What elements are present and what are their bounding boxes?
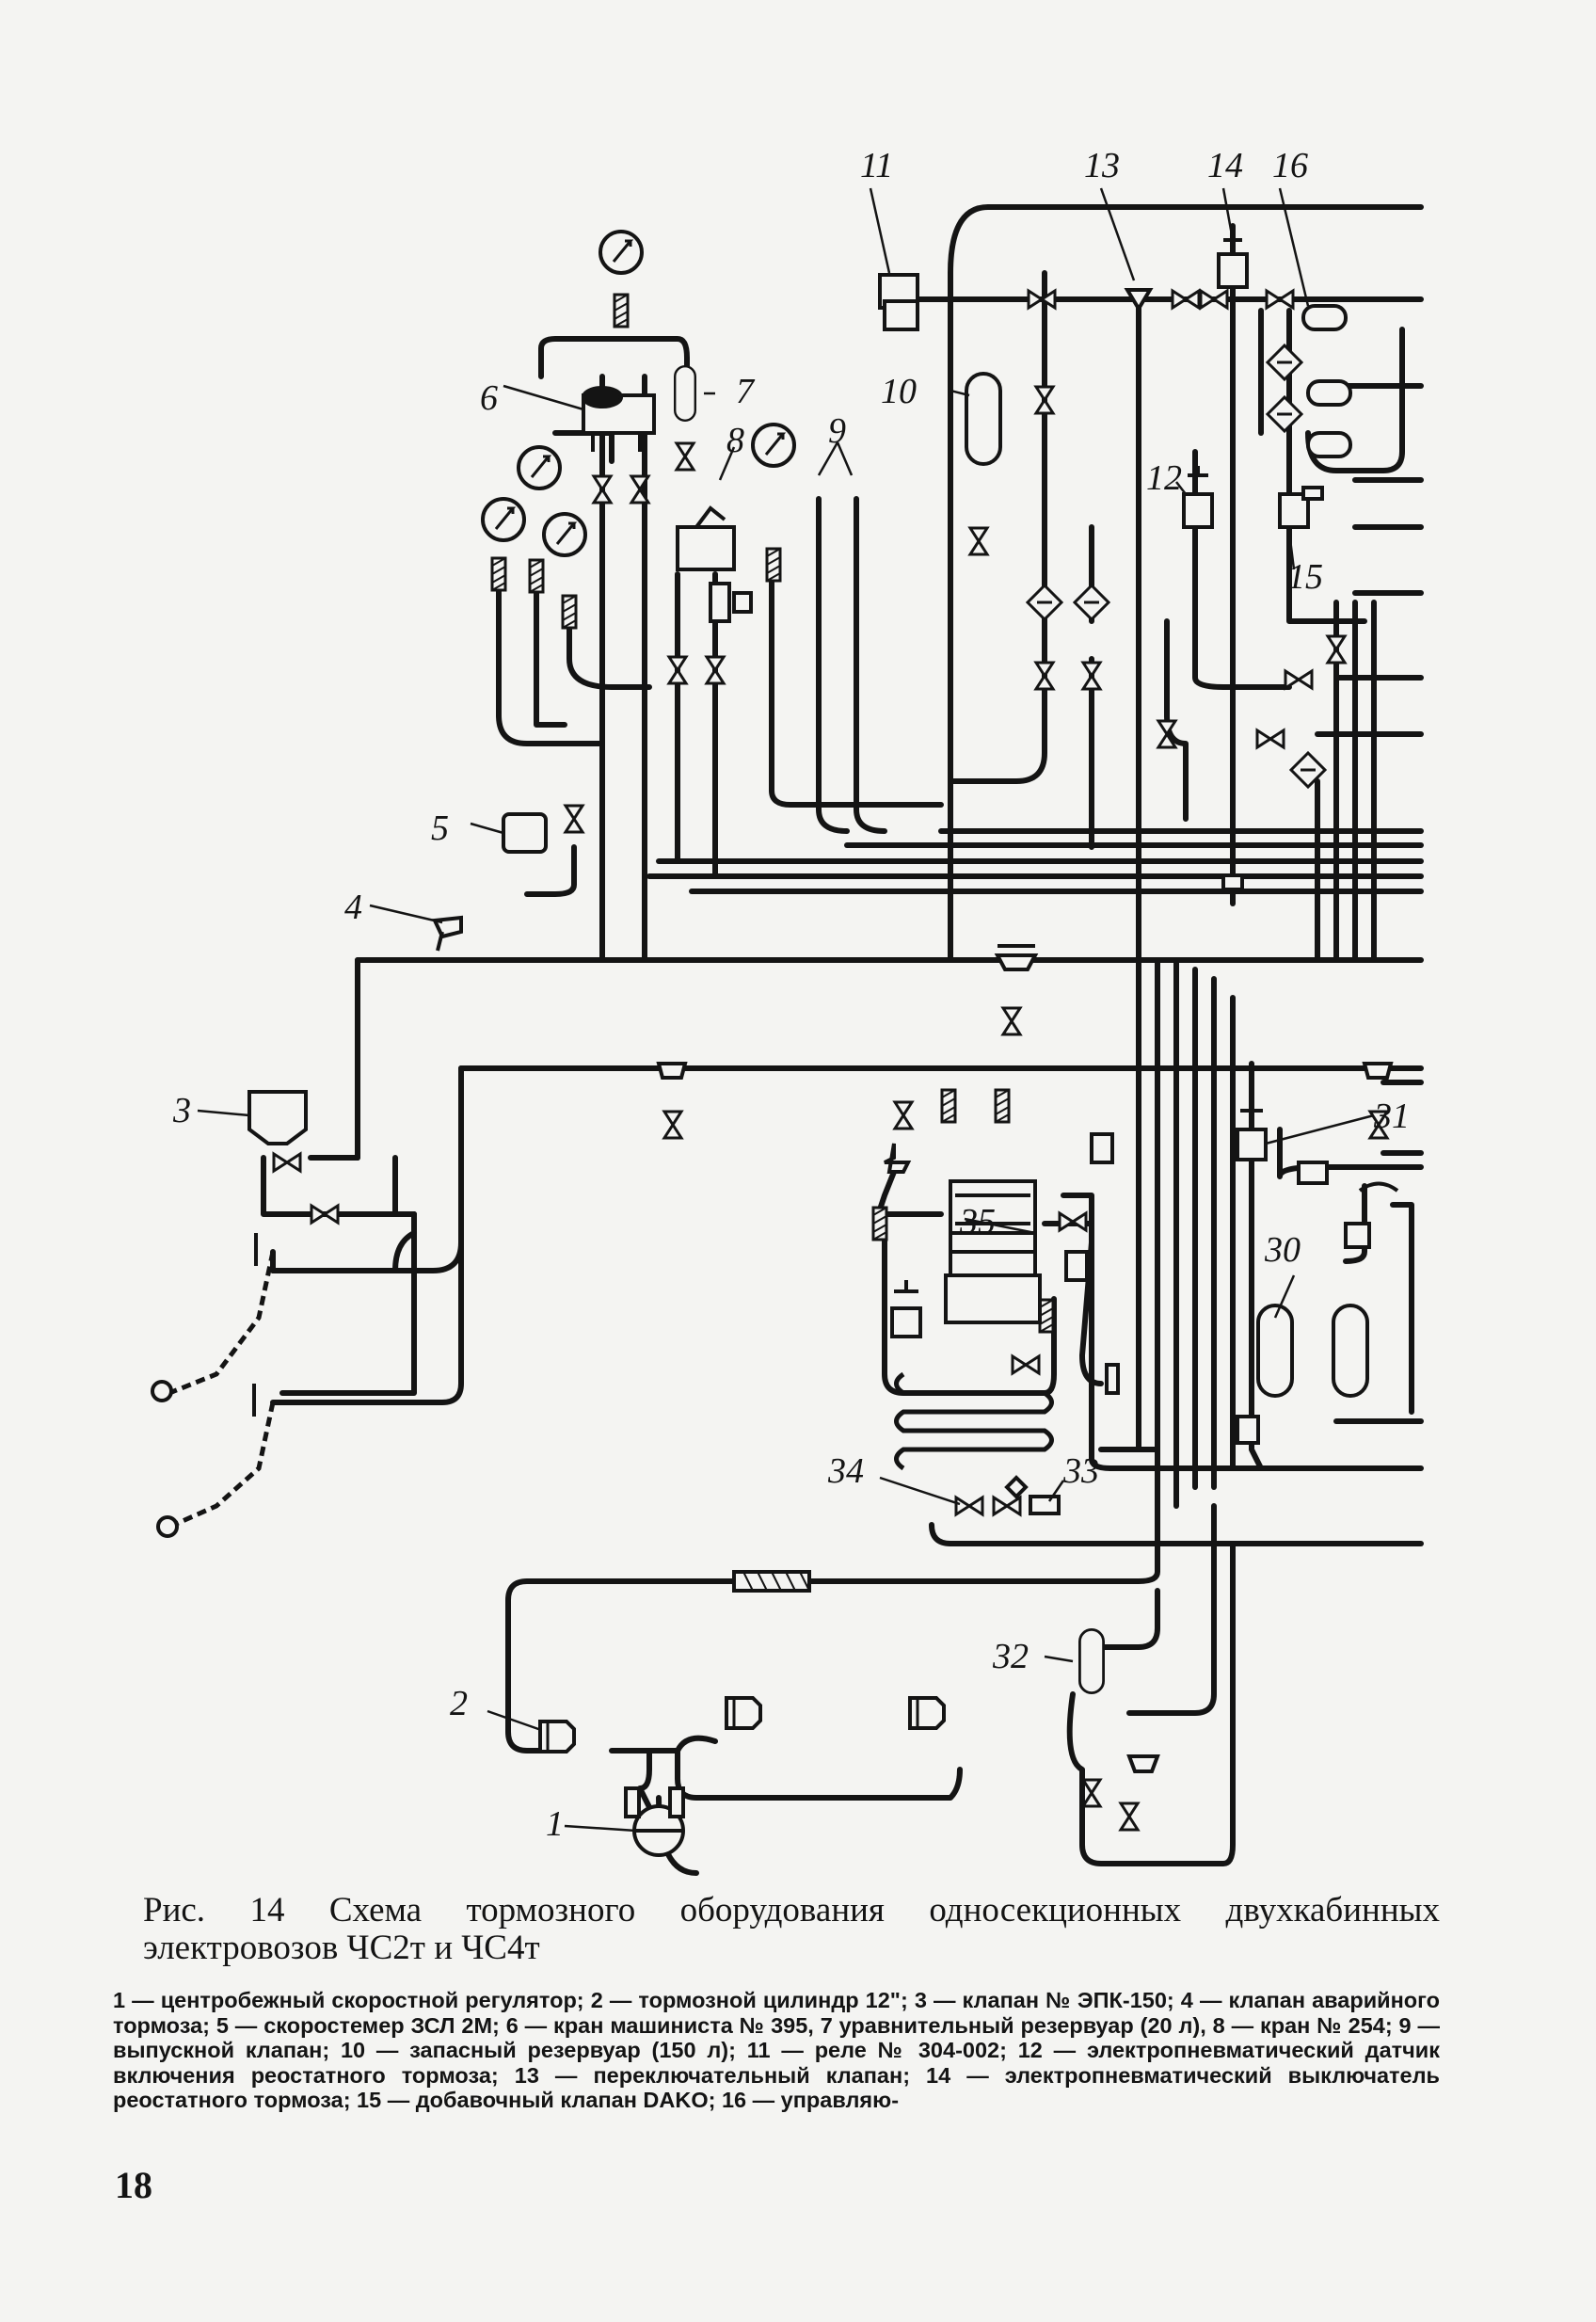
part-label-15: 15	[1287, 557, 1323, 597]
part-label-34: 34	[827, 1451, 864, 1491]
page-number: 18	[115, 2164, 152, 2206]
part-label-32: 32	[992, 1637, 1029, 1676]
figure-legend: 1 — центробежный скоростной регулятор; 2…	[113, 1988, 1440, 2112]
part-label-2: 2	[450, 1684, 468, 1723]
part-label-13: 13	[1084, 146, 1120, 185]
part-label-11: 11	[860, 146, 893, 185]
caption-line-2: электровозов ЧС2т и ЧС4т	[143, 1929, 540, 1967]
part-label-7: 7	[736, 372, 756, 411]
part-label-8: 8	[726, 421, 744, 460]
figure-caption: Рис. 14 Схема тормозного оборудования од…	[143, 1892, 1440, 1967]
caption-line-1: Рис. 14 Схема тормозного оборудования од…	[143, 1891, 1440, 1930]
part-label-35: 35	[959, 1202, 996, 1241]
part-label-12: 12	[1146, 458, 1182, 498]
part-label-3: 3	[172, 1091, 191, 1130]
part-label-31: 31	[1373, 1097, 1410, 1136]
part-label-1: 1	[546, 1804, 564, 1844]
part-label-16: 16	[1272, 146, 1308, 185]
part-label-33: 33	[1062, 1451, 1099, 1491]
part-label-10: 10	[881, 372, 917, 411]
part-label-30: 30	[1264, 1230, 1301, 1270]
part-label-6: 6	[480, 378, 498, 418]
part-label-9: 9	[828, 411, 846, 451]
part-label-14: 14	[1207, 146, 1243, 185]
part-label-5: 5	[431, 809, 449, 848]
brake-scheme-diagram: 11 13 14 16 6 7 8 9 10 12 15 5 4 3 31 35…	[151, 146, 1424, 1876]
part-label-4: 4	[344, 888, 362, 927]
